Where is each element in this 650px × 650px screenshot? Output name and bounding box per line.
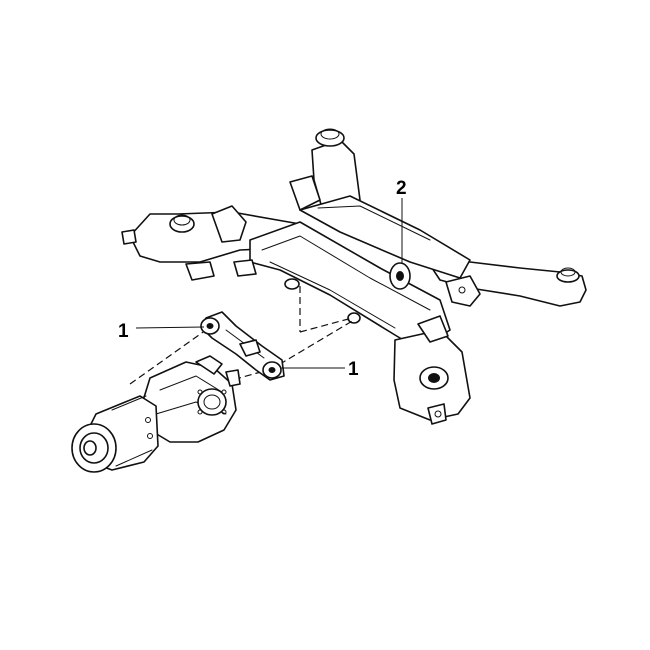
callout-left: 1 bbox=[118, 321, 205, 342]
callout-label-right: 1 bbox=[348, 359, 359, 380]
callout-label-left: 1 bbox=[118, 321, 129, 342]
callout-right: 1 bbox=[280, 359, 359, 380]
rear-differential bbox=[71, 355, 241, 473]
callout-top: 2 bbox=[396, 178, 407, 264]
differential-mount-member bbox=[200, 311, 285, 381]
suspension-crossmember bbox=[121, 128, 587, 425]
callout-label-top: 2 bbox=[396, 178, 407, 199]
